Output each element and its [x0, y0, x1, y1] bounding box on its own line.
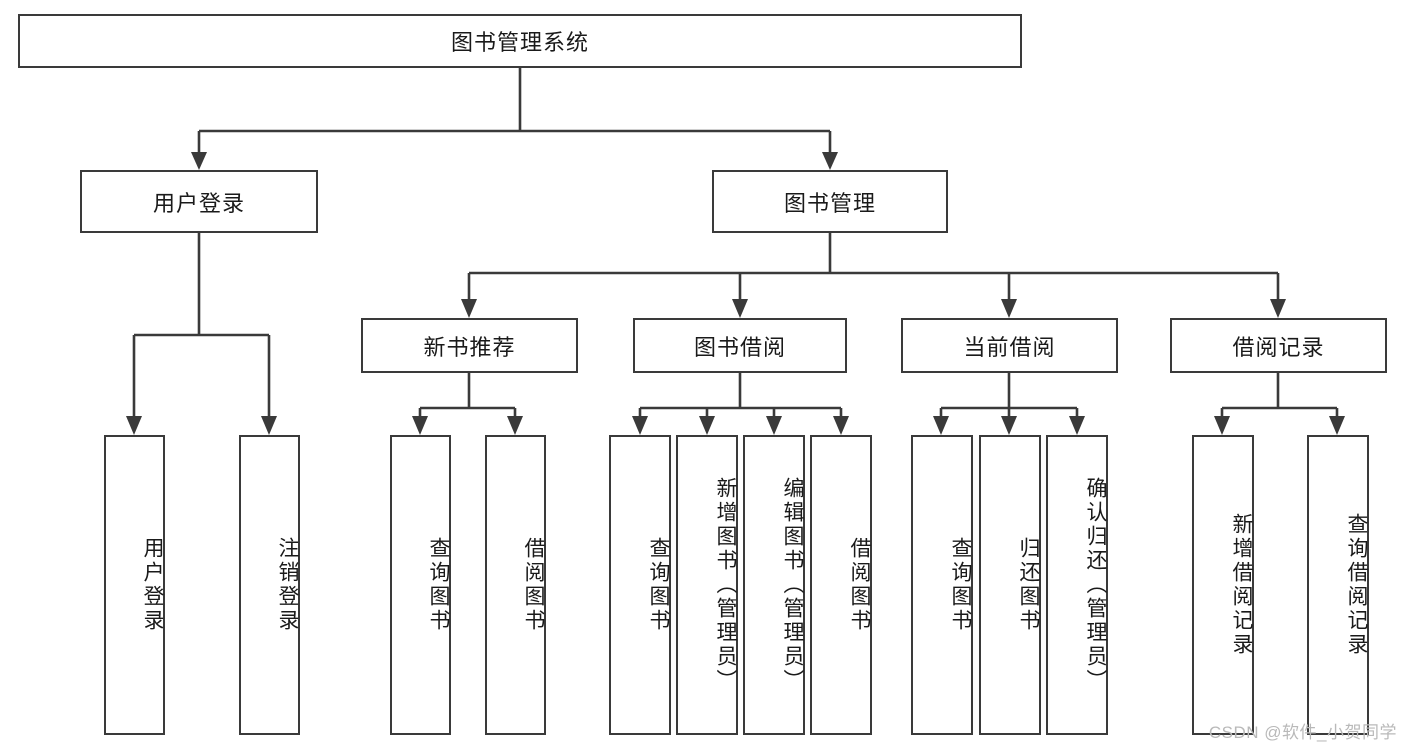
leaf-user-login-label: 用户登录	[141, 537, 164, 633]
arrowhead-leaf-13	[1329, 416, 1345, 435]
node-root[interactable]: 图书管理系统	[18, 14, 1022, 68]
arrowhead-bookmgmt	[822, 152, 838, 170]
leaf-query-book-2-label: 查询图书	[647, 537, 670, 633]
leaf-borrow-book-2-label: 借阅图书	[848, 537, 871, 633]
node-book-management[interactable]: 图书管理	[712, 170, 948, 233]
arrowhead-leaf-4	[507, 416, 523, 435]
leaf-return-book[interactable]: 归还图书	[979, 435, 1041, 735]
arrowhead-record	[1270, 299, 1286, 318]
node-new-book-recommend-label: 新书推荐	[423, 334, 516, 360]
leaf-edit-book-admin-label: 编辑图书（管理员）	[781, 477, 804, 693]
node-borrow-record[interactable]: 借阅记录	[1170, 318, 1387, 373]
leaf-borrow-book-1-label: 借阅图书	[522, 537, 545, 633]
leaf-query-book-3[interactable]: 查询图书	[911, 435, 973, 735]
arrowhead-leaf-10	[1001, 416, 1017, 435]
arrowhead-leaf-3	[412, 416, 428, 435]
node-book-borrow[interactable]: 图书借阅	[633, 318, 847, 373]
arrowhead-leaf-6	[699, 416, 715, 435]
arrowhead-borrow	[732, 299, 748, 318]
node-current-borrow[interactable]: 当前借阅	[901, 318, 1118, 373]
node-book-borrow-label: 图书借阅	[693, 334, 786, 360]
leaf-add-book-admin-label: 新增图书（管理员）	[714, 477, 737, 693]
arrowhead-leaf-12	[1214, 416, 1230, 435]
node-current-borrow-label: 当前借阅	[963, 334, 1056, 360]
leaf-add-borrow-record-label: 新增借阅记录	[1230, 513, 1253, 657]
leaf-return-book-label: 归还图书	[1017, 537, 1040, 633]
leaf-borrow-book-1[interactable]: 借阅图书	[485, 435, 546, 735]
leaf-query-borrow-record[interactable]: 查询借阅记录	[1307, 435, 1369, 735]
leaf-query-borrow-record-label: 查询借阅记录	[1345, 513, 1368, 657]
leaf-borrow-book-2[interactable]: 借阅图书	[810, 435, 872, 735]
arrowhead-leaf-7	[766, 416, 782, 435]
leaf-query-book-1-label: 查询图书	[427, 537, 450, 633]
arrowhead-current	[1001, 299, 1017, 318]
leaf-add-book-admin[interactable]: 新增图书（管理员）	[676, 435, 738, 735]
arrowhead-leaf-5	[632, 416, 648, 435]
leaf-user-login[interactable]: 用户登录	[104, 435, 165, 735]
arrowhead-userlogin	[191, 152, 207, 170]
node-book-management-label: 图书管理	[783, 190, 876, 216]
arrowhead-leaf-11	[1069, 416, 1085, 435]
node-new-book-recommend[interactable]: 新书推荐	[361, 318, 578, 373]
node-user-login-label: 用户登录	[152, 190, 245, 216]
leaf-query-book-3-label: 查询图书	[949, 537, 972, 633]
leaf-logout[interactable]: 注销登录	[239, 435, 300, 735]
leaf-query-book-1[interactable]: 查询图书	[390, 435, 451, 735]
arrowhead-leaf-9	[933, 416, 949, 435]
node-borrow-record-label: 借阅记录	[1232, 334, 1325, 360]
leaf-query-book-2[interactable]: 查询图书	[609, 435, 671, 735]
leaf-confirm-return-admin-label: 确认归还（管理员）	[1084, 477, 1107, 693]
arrowhead-newbook	[461, 299, 477, 318]
leaf-add-borrow-record[interactable]: 新增借阅记录	[1192, 435, 1254, 735]
leaf-edit-book-admin[interactable]: 编辑图书（管理员）	[743, 435, 805, 735]
node-user-login[interactable]: 用户登录	[80, 170, 318, 233]
arrowhead-leaf-2	[261, 416, 277, 435]
leaf-logout-label: 注销登录	[276, 537, 299, 633]
arrowhead-leaf-1	[126, 416, 142, 435]
leaf-confirm-return-admin[interactable]: 确认归还（管理员）	[1046, 435, 1108, 735]
arrowhead-leaf-8	[833, 416, 849, 435]
node-root-label: 图书管理系统	[450, 30, 589, 55]
